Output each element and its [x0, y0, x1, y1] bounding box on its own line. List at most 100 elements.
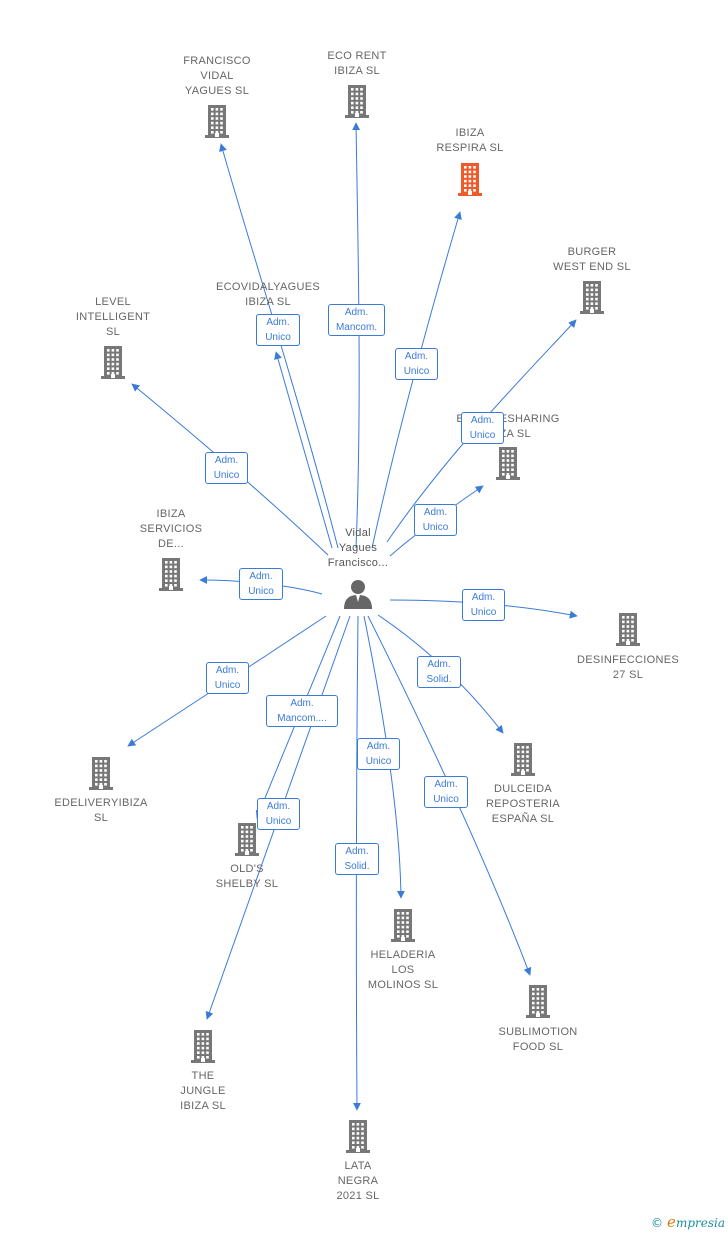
edge-label-line: Unico: [213, 470, 240, 481]
label-line: SUBLIMOTION: [498, 1026, 578, 1038]
label-line: HELADERIA: [370, 949, 436, 961]
label-line: WEST END SL: [553, 261, 631, 273]
building-icon[interactable]: [201, 103, 233, 144]
building-icon[interactable]: [187, 1028, 219, 1069]
label-line: ECOVIDALYAGUES: [215, 281, 321, 293]
label-line: BURGER: [567, 246, 617, 258]
label-line: ECOBIKESHARING: [456, 413, 560, 425]
label-line: DE...: [158, 538, 184, 550]
company-label[interactable]: BURGER WEST END SL: [517, 245, 667, 275]
label-line: EDELIVERYIBIZA: [54, 797, 148, 809]
building-icon[interactable]: [507, 741, 539, 782]
label-line: RESPIRA SL: [436, 142, 504, 154]
label-line: IBIZA SL: [334, 65, 380, 77]
edge-label-line: Mancom.: [335, 322, 378, 333]
company-label[interactable]: ECOBIKESHARING IBIZA SL: [433, 412, 583, 442]
building-icon[interactable]: [231, 821, 263, 862]
building-icon[interactable]: [97, 344, 129, 385]
edge-label-line: Unico: [365, 756, 392, 767]
company-label[interactable]: SUBLIMOTION FOOD SL: [463, 1025, 613, 1055]
label-line: IBIZA: [156, 508, 186, 520]
edge-respira: [371, 211, 462, 549]
building-icon[interactable]: [342, 1118, 374, 1159]
edge-label-dulceida: Adm.Solid.: [417, 656, 461, 688]
edge-label-line: Unico: [470, 607, 497, 618]
edge-label-respira: Adm. Unico: [395, 348, 438, 380]
label-line: FOOD SL: [512, 1041, 564, 1053]
edge-label-edelivery: Adm.Unico: [206, 662, 249, 694]
building-icon[interactable]: [341, 83, 373, 124]
edge-label-line: Adm.: [366, 741, 391, 752]
label-line: YAGUES SL: [184, 85, 250, 97]
edge-label-ecovidal: Adm.Unico: [256, 314, 300, 346]
label-line: INTELLIGENT: [75, 311, 151, 323]
edge-label-line: Adm.: [266, 801, 291, 812]
label-line: Yagues: [338, 542, 378, 554]
edge-label-servicios: Adm. Unico: [239, 568, 283, 600]
building-icon[interactable]: [492, 445, 524, 486]
building-icon[interactable]: [612, 611, 644, 652]
building-icon[interactable]: [387, 907, 419, 948]
building-icon[interactable]: [454, 161, 486, 202]
label-line: Vidal: [345, 527, 371, 539]
brand-logo: ©empresia: [651, 1213, 725, 1231]
edge-label-line: Adm.: [470, 415, 495, 426]
label-line: SERVICIOS: [139, 523, 203, 535]
edge-label-line: Adm.: [404, 351, 429, 362]
edge-label-line: Adm.: [215, 665, 240, 676]
person-icon[interactable]: [342, 578, 374, 615]
edge-lata: [352, 615, 361, 1111]
label-line: SL: [93, 812, 109, 824]
label-line: 2021 SL: [336, 1190, 380, 1202]
edge-label-line: Solid.: [344, 861, 370, 872]
label-line: LOS: [391, 964, 415, 976]
edge-label-line: Unico: [433, 794, 459, 805]
edge-label-olds: Adm. Mancom....: [266, 695, 338, 727]
edge-label-line: Unico: [403, 366, 430, 377]
edge-label-sublimotion: Adm.Unico: [424, 776, 468, 808]
edge-label-ecorent: Adm. Mancom.: [328, 304, 385, 336]
edge-label-line: Adm.: [344, 307, 369, 318]
building-icon[interactable]: [522, 983, 554, 1024]
building-icon[interactable]: [155, 556, 187, 597]
edge-label-line: Adm.: [249, 571, 273, 582]
label-line: JUNGLE: [180, 1085, 226, 1097]
edge-label-lata: Adm.Solid.: [335, 843, 379, 875]
edge-ecovidal: [274, 351, 333, 549]
company-label[interactable]: EDELIVERYIBIZA SL: [26, 796, 176, 826]
edge-label-line: Adm.: [427, 659, 451, 670]
edge-label-line: Unico: [422, 522, 449, 533]
edge-label-ecosharing: Adm.Unico: [414, 504, 457, 536]
edge-label-level: Adm.Unico: [205, 452, 248, 484]
label-line: ESPAÑA SL: [491, 813, 555, 825]
edge-francisco: [219, 143, 339, 549]
building-icon[interactable]: [85, 755, 117, 796]
edge-label-line: Unico: [248, 586, 274, 597]
label-line: IBIZA SL: [485, 428, 531, 440]
label-line: FRANCISCO: [183, 55, 251, 67]
label-line: IBIZA SL: [180, 1100, 226, 1112]
edge-label-line: Adm.: [290, 698, 314, 709]
edge-label-line: Unico: [469, 430, 496, 441]
label-line: SL: [105, 326, 121, 338]
edge-label-line: Unico: [265, 816, 292, 827]
label-line: OLD'S: [230, 863, 264, 875]
edge-label-burger: Adm. Unico: [461, 412, 504, 444]
company-label[interactable]: IBIZA SERVICIOS DE...: [96, 507, 246, 552]
edge-label-jungle: Adm. Unico: [257, 798, 300, 830]
edge-label-line: Mancom....: [277, 713, 327, 724]
building-icon[interactable]: [576, 279, 608, 320]
edge-label-heladeria: Adm. Unico: [357, 738, 400, 770]
